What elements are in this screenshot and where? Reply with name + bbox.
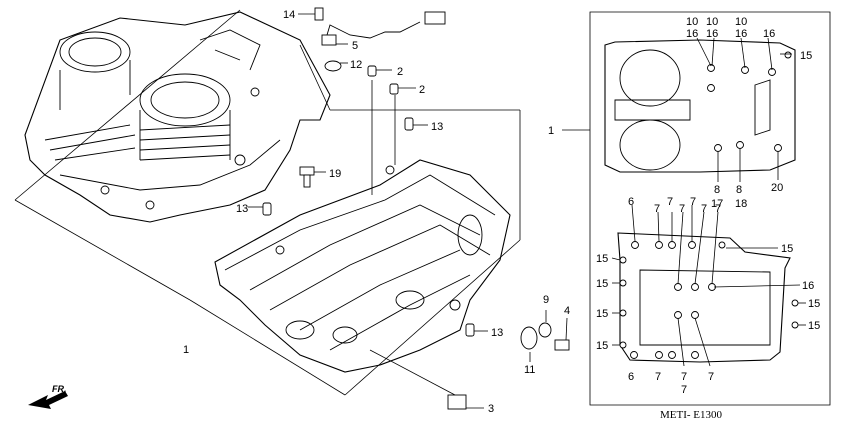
callout-7c: 7 [679,203,685,215]
callout-10b: 10 [706,16,718,28]
callout-13b: 13 [236,203,248,215]
callout-13c: 13 [491,327,503,339]
callout-19: 19 [329,168,341,180]
callout-7h: 7 [681,384,687,396]
callout-15c: 15 [596,253,608,265]
small-parts [262,7,570,410]
callout-14: 14 [283,9,295,21]
front-direction-arrow [28,391,68,409]
lower-case-outline [617,232,799,363]
callout-15g: 15 [808,320,820,332]
callout-6b: 6 [628,371,634,383]
callout-13a: 13 [431,121,443,133]
callout-7a: 7 [654,203,660,215]
callout-15a: 15 [800,50,812,62]
callout-10a: 10 [686,16,698,28]
upper-case-outline [604,39,796,173]
callout-7d: 7 [690,196,696,208]
callout-16b: 16 [706,28,718,40]
callout-1b: 1 [548,125,554,137]
lower-crankcase [214,159,511,373]
callout-7b: 7 [667,196,673,208]
callout-15d: 15 [596,278,608,290]
callout-16a: 16 [686,28,698,40]
callout-7d3: 7 [715,203,721,215]
callout-7d2: 7 [701,203,707,215]
callout-10c: 10 [735,16,747,28]
callout-7g: 7 [708,371,714,383]
callout-8a: 8 [714,184,720,196]
callout-15e: 15 [808,298,820,310]
leader-lines [248,13,488,409]
callout-3: 3 [488,403,494,415]
diagram-code: METI- E1300 [660,409,723,421]
callout-4: 4 [564,305,570,317]
callout-15b: 15 [781,243,793,255]
callout-2a: 2 [397,66,403,78]
callout-16e: 16 [802,280,814,292]
callout-18: 18 [735,198,747,210]
callout-12: 12 [350,59,362,71]
callout-7e: 7 [655,371,661,383]
panel-leader-lines [611,37,806,367]
callout-15f: 15 [596,308,608,320]
callout-labels: 14 5 12 2 2 13 19 13 13 1 3 9 4 11 1 10 … [52,9,820,421]
callout-20: 20 [771,182,783,194]
callout-16d: 16 [763,28,775,40]
callout-8b: 8 [736,184,742,196]
front-direction-label: FR. [52,384,67,394]
explode-lines [14,9,521,396]
callout-15h: 15 [596,340,608,352]
callout-11: 11 [524,364,535,376]
callout-6a: 6 [628,196,634,208]
callout-16c: 16 [735,28,747,40]
callout-9: 9 [543,294,549,306]
callout-5: 5 [352,40,358,52]
upper-bolt-holes [707,51,792,152]
callout-2b: 2 [419,84,425,96]
callout-17: 17 [711,198,723,210]
callout-1a: 1 [183,344,189,356]
bolt-pattern-panel [562,11,831,406]
callout-7f: 7 [681,371,687,383]
upper-crankcase [24,11,331,223]
